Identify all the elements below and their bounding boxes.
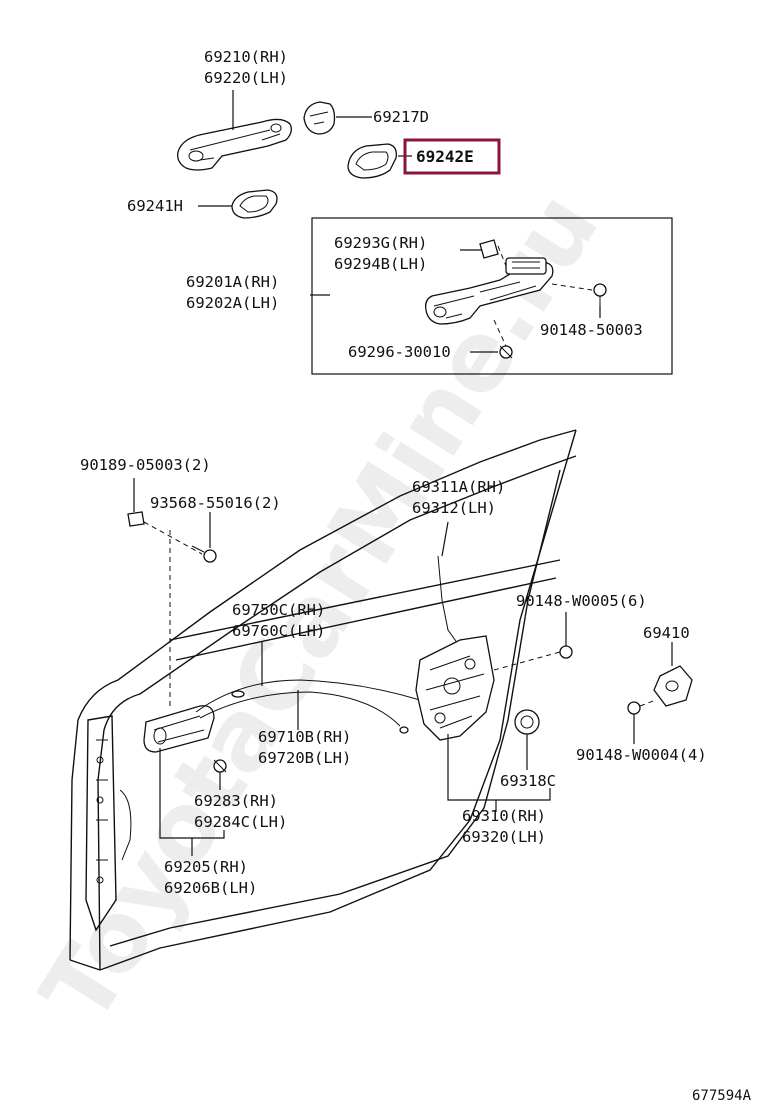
label-69720: 69720B(LH) (258, 749, 351, 767)
frame-screw-drawing (593, 283, 607, 306)
label-69760: 69760C(LH) (232, 622, 325, 640)
bolt-90189-drawing (127, 511, 145, 527)
label-69312: 69312(LH) (412, 499, 496, 517)
handle-frame-drawing (424, 239, 554, 325)
label-69202: 69202A(LH) (186, 294, 279, 312)
diagram-code: 677594A (692, 1088, 752, 1104)
label-69284: 69284C(LH) (194, 813, 287, 831)
label-69320: 69320(LH) (462, 828, 546, 846)
label-69210: 69210(RH) (204, 48, 288, 66)
clip-69283-drawing (213, 759, 227, 773)
label-69293: 69293G(RH) (334, 234, 427, 252)
handle-pad-drawing (347, 143, 397, 179)
label-69318: 69318C (500, 772, 556, 790)
label-69750: 69750C(RH) (232, 601, 325, 619)
handle-cap-drawing (303, 101, 336, 135)
label-69242-highlighted[interactable]: 69242E (416, 147, 474, 166)
highlight-box[interactable] (403, 138, 501, 175)
label-69220: 69220(LH) (204, 69, 288, 87)
label-90148-50003: 90148-50003 (540, 321, 643, 339)
lock-rod-drawing (437, 555, 459, 645)
lock-screws-drawing (559, 645, 573, 659)
label-90148-w0005: 90148-W0005(6) (516, 592, 647, 610)
cables-drawing (195, 679, 429, 734)
label-69710: 69710B(RH) (258, 728, 351, 746)
label-90148-w0004: 90148-W0004(4) (576, 746, 707, 764)
label-69201: 69201A(RH) (186, 273, 279, 291)
door-striker-drawing (653, 665, 693, 707)
label-69410: 69410 (643, 624, 690, 642)
label-69296: 69296-30010 (348, 343, 451, 361)
frame-bolt-drawing (499, 345, 513, 359)
inside-handle-drawing (143, 705, 215, 753)
bolt-93568-drawing (191, 545, 217, 563)
label-69217: 69217D (373, 108, 429, 126)
label-69283: 69283(RH) (194, 792, 278, 810)
label-90189: 90189-05003(2) (80, 456, 211, 474)
rear-pad-drawing (231, 189, 278, 219)
frame-assembly-box (311, 217, 673, 375)
label-69241: 69241H (127, 197, 183, 215)
label-93568: 93568-55016(2) (150, 494, 281, 512)
door-lock-assembly-drawing (415, 635, 495, 741)
label-69310: 69310(RH) (462, 807, 546, 825)
label-69206: 69206B(LH) (164, 879, 257, 897)
label-69294: 69294B(LH) (334, 255, 427, 273)
door-outline-drawing (69, 429, 577, 971)
striker-screws-drawing (627, 701, 641, 715)
outside-handle-drawing (177, 118, 292, 171)
label-69311: 69311A(RH) (412, 478, 505, 496)
label-69205: 69205(RH) (164, 858, 248, 876)
lock-cover-drawing (514, 709, 540, 735)
